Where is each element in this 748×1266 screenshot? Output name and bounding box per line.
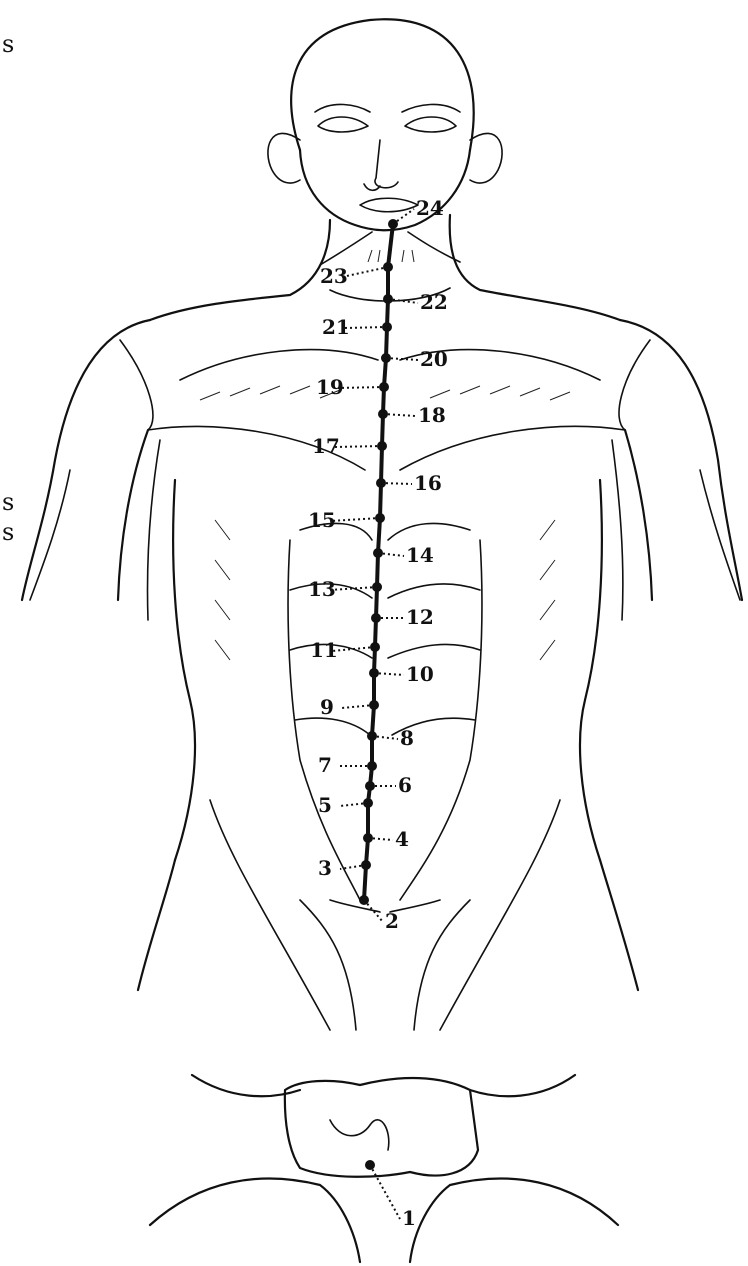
acupoint-19: 19	[316, 375, 389, 399]
acupoint-dot	[365, 1160, 375, 1170]
acupoint-dot	[381, 353, 391, 363]
acupoint-10: 10	[369, 662, 434, 686]
acupoint-label: 3	[318, 856, 332, 880]
acupoint-dot	[365, 781, 375, 791]
acupoint-18: 18	[378, 403, 446, 427]
acupoint-11: 11	[310, 638, 380, 662]
acupoint-label: 9	[320, 695, 334, 719]
acupoint-leader	[338, 387, 384, 388]
acupoint-3: 3	[318, 856, 371, 880]
acupoint-leader	[342, 267, 388, 277]
acupoint-16: 16	[376, 471, 442, 495]
abdomen-outline	[173, 480, 602, 900]
acupoint-dot	[373, 548, 383, 558]
acupoint-dot	[367, 761, 377, 771]
acupoint-21: 21	[322, 315, 392, 339]
acupoint-dot	[367, 731, 377, 741]
acupoint-label: 20	[420, 347, 448, 371]
acupoint-label: 22	[420, 290, 448, 314]
acupoint-label: 1	[402, 1206, 416, 1230]
acupoint-dot	[376, 478, 386, 488]
acupoint-leader	[370, 1165, 400, 1219]
acupoint-label: 15	[308, 508, 336, 532]
acupoint-label: 4	[395, 827, 409, 851]
acupoint-leader	[332, 647, 375, 651]
acupoint-12: 12	[371, 605, 434, 629]
acupoint-dot	[371, 613, 381, 623]
head-outline	[268, 19, 502, 230]
acupoint-leader	[330, 518, 380, 521]
acupoint-label: 19	[316, 375, 344, 399]
acupoint-leader	[344, 327, 387, 328]
acupoint-1: 1	[365, 1160, 416, 1230]
acupoint-17: 17	[312, 434, 387, 458]
acupoint-dot	[363, 798, 373, 808]
acupoint-dot	[382, 322, 392, 332]
acupoint-dot	[372, 582, 382, 592]
acupoint-dot	[378, 409, 388, 419]
acupoint-9: 9	[320, 695, 379, 719]
acupoint-label: 8	[400, 726, 414, 750]
acupoint-label: 13	[308, 577, 336, 601]
acupoint-15: 15	[308, 508, 385, 532]
acupoint-label: 5	[318, 793, 332, 817]
acupoint-2: 2	[359, 895, 399, 933]
acupoint-5: 5	[318, 793, 373, 817]
acupoint-label: 2	[385, 909, 399, 933]
acupoint-label: 24	[416, 196, 444, 220]
acupoint-14: 14	[373, 543, 434, 567]
acupoint-label: 10	[406, 662, 434, 686]
acupoint-label: 17	[312, 434, 340, 458]
acupoint-dot	[369, 668, 379, 678]
acupoint-dot	[379, 382, 389, 392]
acupoint-dot	[388, 219, 398, 229]
acupoint-label: 23	[320, 264, 348, 288]
acupoint-label: 21	[322, 315, 350, 339]
acupoint-22: 22	[383, 290, 448, 314]
acupoint-dot	[369, 700, 379, 710]
acupoint-dot	[383, 294, 393, 304]
perineum-inset	[150, 1075, 618, 1262]
acupoint-dot	[370, 642, 380, 652]
acupoint-label: 12	[406, 605, 434, 629]
acupoint-label: 14	[406, 543, 434, 567]
acupoint-label: 6	[398, 773, 412, 797]
acupoint-20: 20	[381, 347, 448, 371]
acupoint-dot	[375, 513, 385, 523]
acupoint-label: 16	[414, 471, 442, 495]
acupoint-label: 7	[318, 753, 332, 777]
acupoint-dot	[363, 833, 373, 843]
acupoint-7: 7	[318, 753, 377, 777]
acupoint-leader	[334, 446, 382, 447]
acupoint-dot	[361, 860, 371, 870]
acupoint-dot	[377, 441, 387, 451]
acupoint-label: 18	[418, 403, 446, 427]
acupoint-23: 23	[320, 262, 393, 288]
acupoint-dot	[359, 895, 369, 905]
acupoint-dot	[383, 262, 393, 272]
arms-outline	[30, 430, 740, 620]
acupoint-label: 11	[310, 638, 338, 662]
